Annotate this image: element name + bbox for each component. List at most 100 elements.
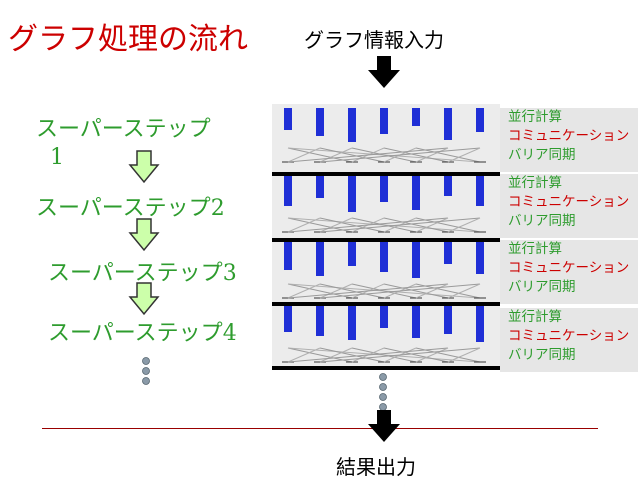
message-line	[287, 217, 449, 233]
compute-bar	[316, 306, 324, 336]
compute-bar	[476, 306, 484, 342]
message-line	[351, 217, 417, 233]
compute-bar	[476, 242, 484, 274]
message-line	[319, 147, 385, 163]
compute-bar	[348, 306, 356, 340]
compute-bar	[316, 176, 324, 198]
message-line	[319, 217, 385, 233]
compute-bar	[284, 306, 292, 332]
phase-barrier: バリア同期	[508, 279, 576, 295]
message-line	[447, 283, 481, 299]
phase-compute: 並行計算	[508, 241, 562, 257]
superstep-3-number: 3	[222, 261, 237, 286]
phase-panel-1: 並行計算 コミュニケーション バリア同期	[500, 108, 638, 172]
green-down-arrow-icon	[128, 218, 160, 252]
compute-bar	[380, 242, 388, 272]
compute-bar	[284, 176, 292, 206]
phase-compute: 並行計算	[508, 175, 562, 191]
output-down-arrow-icon	[368, 410, 400, 442]
compute-bar	[444, 242, 452, 264]
phase-communication: コミュニケーション	[508, 194, 630, 210]
superstep-3: スーパーステップ3	[48, 255, 237, 287]
message-line	[287, 217, 321, 233]
superstep-2: スーパーステップ2	[36, 190, 225, 222]
barrier-line	[272, 366, 500, 370]
barrier-line	[272, 302, 500, 306]
message-line	[319, 283, 385, 299]
phase-panel-2: 並行計算 コミュニケーション バリア同期	[500, 174, 638, 238]
message-line	[383, 217, 449, 233]
divider-line	[42, 428, 598, 429]
message-line	[319, 347, 481, 363]
message-line	[319, 347, 353, 363]
message-line	[319, 147, 353, 163]
green-down-arrow-icon	[128, 282, 160, 316]
message-line	[447, 147, 481, 163]
message-line	[351, 283, 417, 299]
output-label: 結果出力	[336, 455, 416, 479]
phase-communication: コミュニケーション	[508, 260, 630, 276]
phase-compute: 並行計算	[508, 309, 562, 325]
phase-communication: コミュニケーション	[508, 128, 630, 144]
superstep-1-label: スーパーステップ	[36, 117, 211, 142]
phase-barrier: バリア同期	[508, 213, 576, 229]
phase-compute: 並行計算	[508, 109, 562, 125]
phase-panel-4: 並行計算 コミュニケーション バリア同期	[500, 308, 638, 372]
compute-bar	[348, 242, 356, 266]
superstep-4: スーパーステップ4	[48, 315, 237, 347]
superstep-4-number: 4	[222, 321, 237, 346]
message-line	[287, 283, 449, 299]
compute-bar	[380, 176, 388, 202]
compute-bar	[284, 108, 292, 130]
input-label: グラフ情報入力	[304, 28, 444, 52]
superstep-2-label: スーパーステップ	[36, 196, 211, 221]
message-line	[383, 147, 449, 163]
message-line	[447, 347, 481, 363]
compute-bar	[380, 108, 388, 134]
message-line	[319, 147, 481, 163]
message-line	[415, 347, 449, 363]
compute-bar	[412, 306, 420, 338]
message-line	[383, 347, 449, 363]
message-line	[287, 147, 321, 163]
phase-panel-3: 並行計算 コミュニケーション バリア同期	[500, 240, 638, 304]
compute-bar	[316, 242, 324, 276]
barrier-line	[272, 238, 500, 242]
compute-bar	[412, 176, 420, 210]
superstep-4-label: スーパーステップ	[48, 321, 223, 346]
compute-bar	[380, 306, 388, 328]
barrier-line	[272, 172, 500, 176]
compute-bar	[412, 108, 420, 126]
message-line	[351, 347, 417, 363]
compute-bar	[444, 176, 452, 196]
superstep-2-number: 2	[210, 196, 225, 221]
message-line	[287, 347, 449, 363]
message-line	[319, 217, 353, 233]
compute-bar	[444, 108, 452, 140]
compute-bar	[284, 242, 292, 270]
message-line	[415, 217, 449, 233]
green-down-arrow-icon	[128, 150, 160, 184]
input-down-arrow-icon	[368, 56, 400, 88]
superstep-1: スーパーステップ 1	[36, 116, 272, 172]
phase-communication: コミュニケーション	[508, 328, 630, 344]
superstep-1-number: 1	[50, 145, 64, 170]
graph-diagram-svg	[272, 108, 500, 370]
compute-bar	[476, 176, 484, 206]
message-line	[287, 283, 321, 299]
message-line	[287, 347, 321, 363]
message-line	[319, 283, 481, 299]
ellipsis-dots-icon	[379, 373, 387, 411]
compute-bar	[412, 242, 420, 278]
ellipsis-dots-icon	[142, 357, 150, 385]
compute-bar	[348, 108, 356, 142]
compute-bar	[316, 108, 324, 136]
graph-diagram	[272, 104, 500, 370]
message-line	[447, 217, 481, 233]
message-line	[351, 147, 417, 163]
phase-barrier: バリア同期	[508, 147, 576, 163]
message-line	[415, 147, 449, 163]
message-line	[383, 283, 449, 299]
message-line	[319, 347, 385, 363]
message-line	[287, 147, 449, 163]
